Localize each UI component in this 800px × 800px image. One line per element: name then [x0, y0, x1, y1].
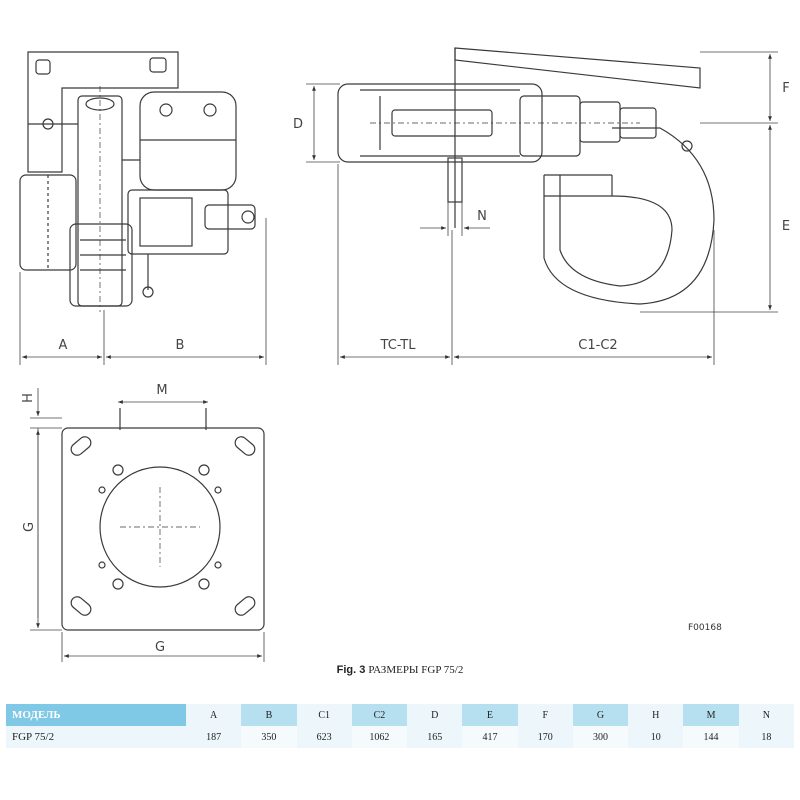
table-header-cell: H — [628, 704, 684, 726]
dim-label-c1-c2: C1-C2 — [578, 338, 617, 353]
table-row: FGP 75/2 187 350 623 1062 165 417 170 30… — [6, 726, 794, 748]
table-header-cell: M — [683, 704, 739, 726]
table-header-cell: D — [407, 704, 463, 726]
dim-label-g-horizontal: G — [155, 640, 165, 655]
table-cell: 300 — [572, 726, 629, 748]
table-header-cell: C2 — [351, 704, 408, 726]
side-view — [337, 47, 715, 305]
dim-label-m: M — [156, 383, 167, 398]
table-header-cell: МОДЕЛЬ — [6, 704, 186, 726]
table-header-cell: E — [462, 704, 518, 726]
front-view — [19, 51, 256, 312]
flange-dimensions — [30, 388, 265, 662]
flange-plate-view — [61, 408, 265, 631]
table-header-row: МОДЕЛЬ A B C1 C2 D E F G H M N — [6, 704, 794, 726]
dim-label-h: H — [21, 393, 36, 403]
dimensional-drawing: A B — [19, 47, 790, 662]
table-header-cell: A — [186, 704, 242, 726]
dim-label-n: N — [477, 209, 487, 224]
figure-title: РАЗМЕРЫ FGP 75/2 — [368, 664, 464, 676]
dim-label-e: E — [782, 219, 790, 234]
table-header-cell: C1 — [296, 704, 352, 726]
table-cell: 144 — [683, 726, 739, 748]
dimensions-table: МОДЕЛЬ A B C1 C2 D E F G H M N FGP 75/2 … — [6, 704, 794, 748]
side-dimensions — [306, 51, 778, 365]
table-cell: 10 — [628, 726, 684, 748]
dim-label-g-vertical: G — [22, 522, 37, 532]
dim-label-b: B — [176, 338, 185, 353]
table-header-cell: N — [738, 704, 794, 726]
table-cell: 350 — [241, 726, 297, 748]
table-header-cell: G — [572, 704, 629, 726]
dim-label-tc-tl: TC-TL — [380, 338, 417, 353]
table-cell: 1062 — [351, 726, 408, 748]
table-header-cell: B — [241, 704, 297, 726]
table-cell: 187 — [186, 726, 242, 748]
table-cell: 18 — [738, 726, 794, 748]
drawing-reference-code: F00168 — [688, 623, 722, 633]
table-cell: 165 — [407, 726, 463, 748]
table-cell: 623 — [296, 726, 352, 748]
table-cell: 170 — [517, 726, 573, 748]
front-dimensions — [19, 218, 267, 365]
table-header-cell: F — [517, 704, 573, 726]
figure-caption: Fig. 3 РАЗМЕРЫ FGP 75/2 — [0, 664, 800, 676]
figure-number: Fig. 3 — [336, 664, 366, 676]
dim-label-d: D — [293, 117, 303, 132]
dim-label-a: A — [59, 338, 68, 353]
table-cell: FGP 75/2 — [6, 726, 186, 748]
table-cell: 417 — [462, 726, 518, 748]
dim-label-f: F — [782, 81, 789, 96]
